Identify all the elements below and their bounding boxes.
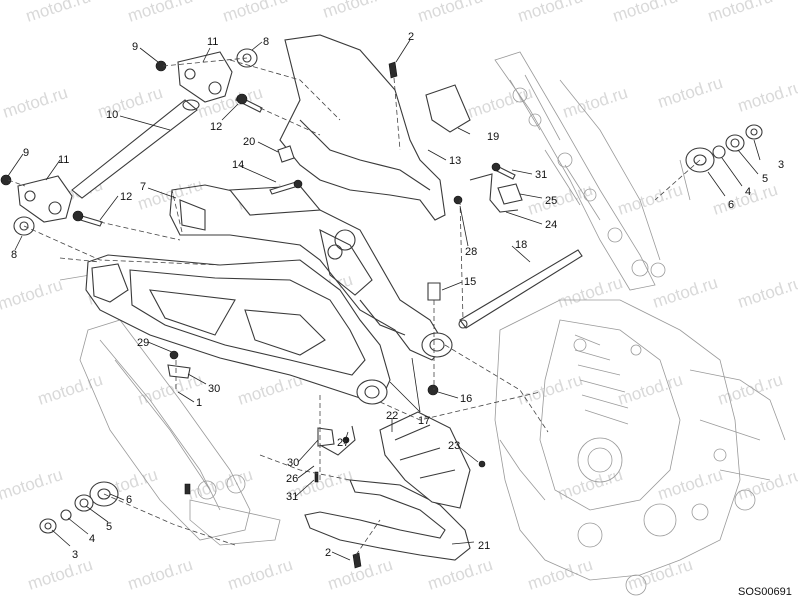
- callout-number: 15: [464, 276, 476, 288]
- watermark-text: motod.ru: [610, 0, 680, 26]
- callout-number: 19: [487, 131, 499, 143]
- callout-number: 26: [286, 473, 298, 485]
- callout-number: 5: [106, 521, 112, 533]
- watermark-text: motod.ru: [555, 273, 625, 312]
- callout-number: 4: [89, 533, 95, 545]
- callout-number: 24: [545, 219, 557, 231]
- watermark-text: motod.ru: [655, 465, 725, 504]
- watermark-text: motod.ru: [515, 370, 585, 409]
- watermark-text: motod.ru: [0, 275, 65, 314]
- watermark-text: motod.ru: [735, 273, 798, 312]
- callout-number: 8: [263, 36, 269, 48]
- pivot-shaft-10: [71, 99, 200, 199]
- callout-number: 4: [745, 186, 751, 198]
- drawing-code: SOS00691: [738, 586, 792, 598]
- watermark-text: motod.ru: [705, 0, 775, 26]
- callout-number: 31: [286, 491, 298, 503]
- callout-number: 9: [132, 41, 138, 53]
- callout-number: 16: [460, 393, 472, 405]
- watermark-text: motod.ru: [0, 83, 70, 122]
- callout-number: 12: [120, 191, 132, 203]
- callout-number: 6: [728, 199, 734, 211]
- callout-number: 7: [140, 181, 146, 193]
- watermark-text: motod.ru: [525, 180, 595, 219]
- callout-number: 17: [418, 415, 430, 427]
- callout-number: 30: [287, 457, 299, 469]
- watermark-text: motod.ru: [415, 0, 485, 26]
- swingarm-ghost-outline: [59, 274, 281, 546]
- watermark-text: motod.ru: [125, 0, 195, 26]
- callout-number: 13: [449, 155, 461, 167]
- watermark-text: motod.ru: [225, 555, 295, 594]
- watermark-text: motod.ru: [615, 180, 685, 219]
- callout-number: 14: [232, 159, 244, 171]
- watermark-text: motod.ru: [25, 555, 95, 594]
- watermark-text: motod.ru: [125, 555, 195, 594]
- callout-number: 23: [448, 440, 460, 452]
- frame-and-engine-outline: [494, 51, 786, 596]
- callout-number: 2: [325, 547, 331, 559]
- callout-number: 5: [762, 173, 768, 185]
- callout-number: 9: [23, 147, 29, 159]
- watermark-text: motod.ru: [625, 555, 695, 594]
- callout-number: 25: [545, 195, 557, 207]
- swingarm-assembly: [85, 34, 453, 405]
- watermark-text: motod.ru: [515, 0, 585, 26]
- callout-number: 27: [337, 437, 349, 449]
- chain-adjuster-11-bottom: [17, 175, 73, 223]
- callout-number: 10: [106, 109, 118, 121]
- callout-number: 12: [210, 121, 222, 133]
- watermark-text: motod.ru: [655, 73, 725, 112]
- watermark-text: motod.ru: [220, 0, 290, 26]
- watermark-text: motod.ru: [560, 83, 630, 122]
- callout-number: 21: [478, 540, 490, 552]
- callout-number: 30: [208, 383, 220, 395]
- watermark-text: motod.ru: [735, 465, 798, 504]
- callout-number: 22: [386, 410, 398, 422]
- callout-number: 11: [58, 154, 69, 166]
- callout-number: 28: [465, 246, 477, 258]
- hardware-parts: [0, 48, 763, 569]
- rear-axle-18: [458, 249, 583, 329]
- chain-adjuster-11-top: [177, 51, 233, 103]
- watermark-text: motod.ru: [0, 465, 65, 504]
- callout-number: 1: [196, 397, 202, 409]
- watermark-text: motod.ru: [715, 370, 785, 409]
- callout-number: 3: [778, 159, 784, 171]
- watermark-text: motod.ru: [555, 465, 625, 504]
- callout-number: 31: [535, 169, 547, 181]
- watermark-text: motod.ru: [525, 555, 595, 594]
- callout-number: 8: [11, 249, 17, 261]
- watermark-text: motod.ru: [425, 555, 495, 594]
- watermark-text: motod.ru: [735, 77, 798, 116]
- chain-slider-13: [228, 185, 322, 216]
- watermark-text: motod.ru: [23, 0, 93, 26]
- watermark-text: motod.ru: [650, 273, 720, 312]
- callout-number: 11: [207, 36, 218, 48]
- callout-number: 2: [408, 31, 414, 43]
- callout-number: 3: [72, 549, 78, 561]
- watermark-text: motod.ru: [35, 370, 105, 409]
- callout-number: 20: [243, 136, 255, 148]
- chain-guard-21-22: [304, 411, 471, 561]
- callout-number: 6: [126, 494, 132, 506]
- callout-number: 29: [137, 337, 149, 349]
- watermark-text: motod.ru: [320, 0, 390, 22]
- callout-number: 18: [515, 239, 527, 251]
